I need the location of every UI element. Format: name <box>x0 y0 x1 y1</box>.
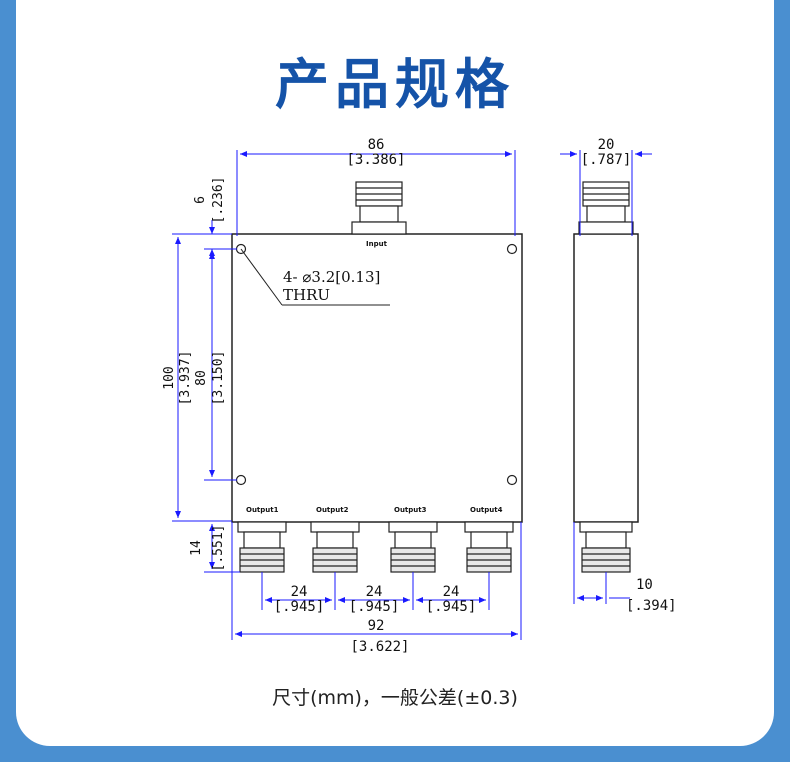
side-bottom-connector <box>579 521 633 573</box>
side-offset-inch: [.394] <box>626 598 677 614</box>
pitch2-mm: 24 <box>366 584 383 600</box>
height-total-inch: [3.937] <box>178 351 193 406</box>
front-body <box>231 233 523 523</box>
dim-height-total <box>172 233 232 522</box>
input-label: Input <box>366 240 388 248</box>
holes-note-line2: THRU <box>283 286 330 304</box>
hole-offset-inch: [.236] <box>211 177 226 224</box>
width-bottom-mm: 92 <box>368 618 385 634</box>
connector-length-inch: [.551] <box>211 525 226 572</box>
output3-label: Output3 <box>394 506 427 514</box>
output1-label: Output1 <box>246 506 279 514</box>
output1-connector <box>237 521 287 573</box>
dimension-caption: 尺寸(mm)，一般公差(±0.3) <box>272 687 518 709</box>
technical-drawing: Input 4- ⌀3.2[0.13] THRU Output1 Output2… <box>162 137 677 655</box>
output2-connector <box>310 521 360 573</box>
dim-connector-length <box>204 524 240 573</box>
pitch1-mm: 24 <box>291 584 308 600</box>
width-top-inch: [3.386] <box>346 152 405 168</box>
hole-pitch-inch: [3.150] <box>211 351 226 406</box>
depth-top-mm: 20 <box>598 137 615 153</box>
width-bottom-inch: [3.622] <box>350 639 409 655</box>
dim-connector-pitch <box>261 572 490 610</box>
side-top-connector <box>578 181 634 235</box>
pitch1-inch: [.945] <box>274 599 325 615</box>
side-offset-mm: 10 <box>636 577 653 593</box>
width-top-mm: 86 <box>368 137 385 153</box>
side-body <box>573 233 639 523</box>
output4-connector <box>464 521 514 573</box>
pitch2-inch: [.945] <box>349 599 400 615</box>
dim-width-bottom <box>231 522 522 640</box>
holes-note-leader <box>240 248 390 306</box>
input-connector <box>351 181 407 235</box>
dim-depth-top <box>560 150 652 236</box>
hole-offset-mm: 6 <box>193 196 208 204</box>
connector-length-mm: 14 <box>189 540 204 556</box>
dim-width-top <box>236 150 516 236</box>
output4-label: Output4 <box>470 506 503 514</box>
depth-top-inch: [.787] <box>581 152 632 168</box>
mounting-holes <box>235 243 518 486</box>
pitch3-mm: 24 <box>443 584 460 600</box>
page-title: 产品规格 <box>275 53 515 116</box>
dim-side-offset <box>573 522 630 604</box>
output-connectors <box>237 521 514 573</box>
dim-hole-pitch <box>204 252 237 481</box>
height-total-mm: 100 <box>162 366 177 389</box>
holes-note-line1: 4- ⌀3.2[0.13] <box>283 268 380 286</box>
hole-pitch-mm: 80 <box>194 370 209 386</box>
output3-connector <box>388 521 438 573</box>
output2-label: Output2 <box>316 506 349 514</box>
pitch3-inch: [.945] <box>426 599 477 615</box>
